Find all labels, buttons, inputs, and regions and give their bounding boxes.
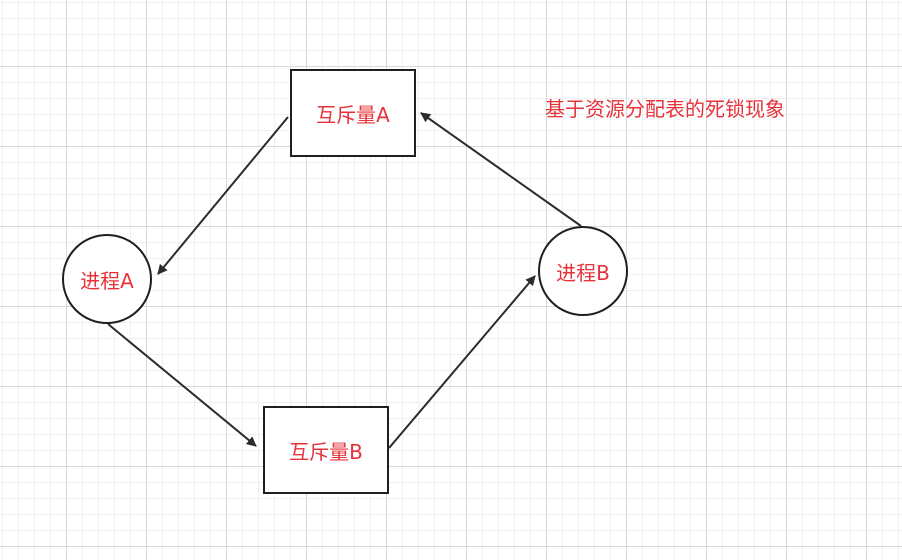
edge-mutex-a-to-process-a xyxy=(157,116,289,275)
node-process-a-label: 进程A xyxy=(80,268,134,293)
node-mutex-b-label: 互斥量B xyxy=(289,439,363,464)
node-mutex-a-label: 互斥量A xyxy=(316,102,390,127)
node-mutex-b[interactable]: 互斥量B xyxy=(263,406,389,494)
node-process-b[interactable]: 进程B xyxy=(538,226,628,316)
node-mutex-a[interactable]: 互斥量A xyxy=(290,69,416,157)
edge-process-b-to-mutex-a xyxy=(420,112,582,227)
node-process-b-label: 进程B xyxy=(556,260,610,285)
edge-mutex-b-to-process-b xyxy=(388,275,536,449)
edge-process-a-to-mutex-b xyxy=(107,323,257,447)
diagram-title: 基于资源分配表的死锁现象 xyxy=(545,97,785,121)
node-process-a[interactable]: 进程A xyxy=(62,234,152,324)
